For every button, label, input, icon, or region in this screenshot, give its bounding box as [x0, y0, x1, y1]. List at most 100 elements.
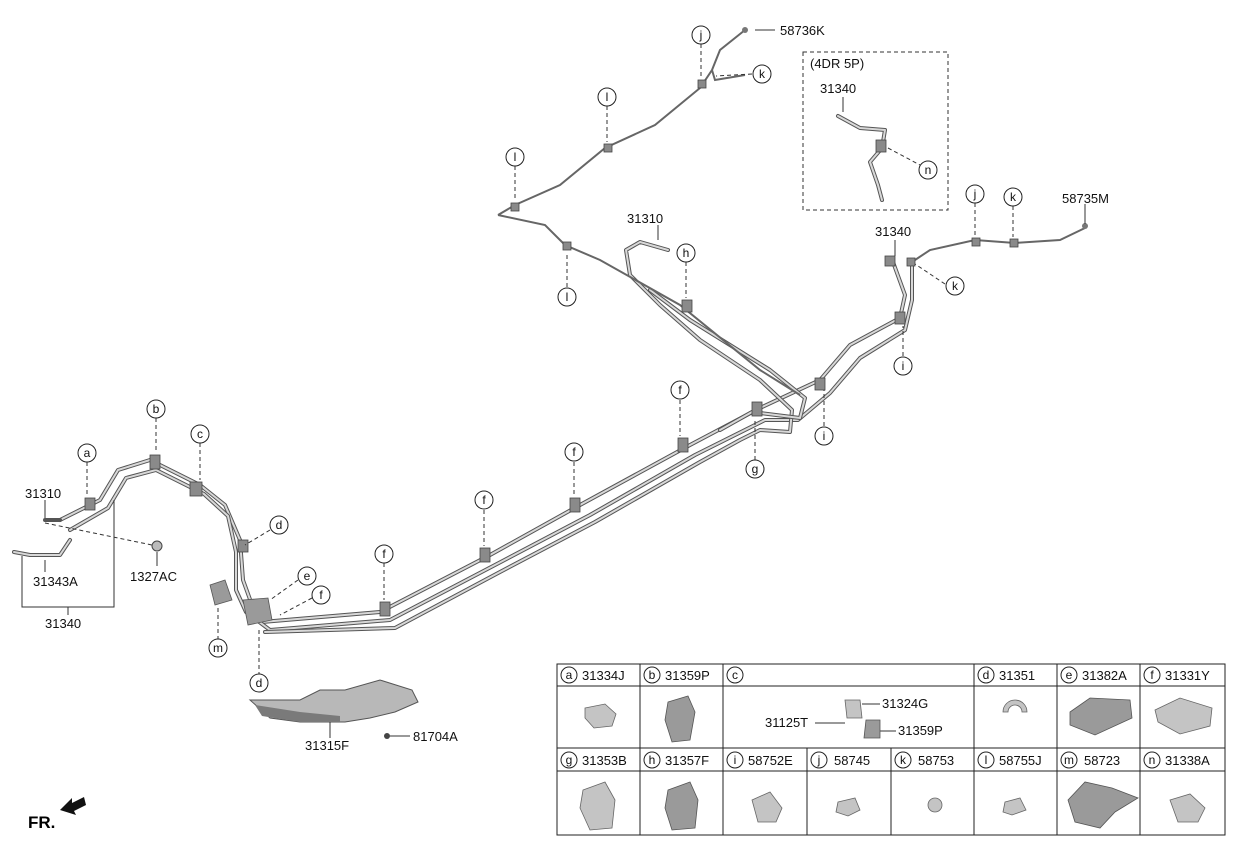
svg-text:k: k — [900, 753, 907, 767]
front-arrow-icon — [60, 797, 86, 815]
svg-text:b: b — [153, 402, 160, 416]
part-img-31351 — [1002, 699, 1028, 713]
svg-text:f: f — [1150, 668, 1154, 682]
svg-text:58723: 58723 — [1084, 753, 1120, 768]
part-img-31338A — [1169, 793, 1206, 823]
svg-text:g: g — [752, 462, 759, 476]
variant-label: (4DR 5P) — [810, 56, 864, 71]
svg-text:31353B: 31353B — [582, 753, 627, 768]
part-img-31382A — [1069, 697, 1133, 736]
variant-box-4dr5p: (4DR 5P) 31340 — [802, 51, 949, 211]
svg-text:31351: 31351 — [999, 668, 1035, 683]
svg-text:f: f — [382, 547, 386, 561]
svg-text:a: a — [566, 668, 573, 682]
label-58736K: 58736K — [780, 23, 825, 38]
svg-text:e: e — [304, 569, 311, 583]
svg-text:i: i — [823, 429, 826, 443]
svg-text:h: h — [683, 246, 690, 260]
svg-text:f: f — [678, 383, 682, 397]
pipe-clips — [84, 27, 1088, 617]
callout-k-3: k — [945, 276, 965, 296]
svg-text:58755J: 58755J — [999, 753, 1042, 768]
svg-text:n: n — [1149, 753, 1156, 767]
callout-f-3: f — [474, 490, 494, 510]
legend-c: c — [726, 666, 744, 684]
label-81704A: 81704A — [413, 729, 458, 744]
part-img-58745 — [835, 797, 861, 817]
clip-e — [242, 597, 273, 626]
legend-f: f 31331Y — [1143, 666, 1210, 684]
svg-text:31357F: 31357F — [665, 753, 709, 768]
svg-text:31338A: 31338A — [1165, 753, 1210, 768]
callout-f-5: f — [670, 380, 690, 400]
label-31310-left: 31310 — [25, 486, 61, 501]
part-img-58755J — [1002, 797, 1027, 816]
svg-text:31382A: 31382A — [1082, 668, 1127, 683]
part-img-31359P — [664, 695, 696, 743]
callout-l-3: l — [597, 87, 617, 107]
callout-k-1: k — [752, 64, 772, 84]
callout-f-2: f — [374, 544, 394, 564]
svg-text:k: k — [759, 67, 766, 81]
label-31340-box: 31340 — [820, 81, 856, 96]
front-direction-marker: FR. — [28, 797, 86, 832]
callout-i-1: i — [814, 426, 834, 446]
label-31343A: 31343A — [33, 574, 78, 589]
svg-text:m: m — [1064, 753, 1074, 767]
svg-text:f: f — [319, 588, 323, 602]
callout-j-2: j — [965, 184, 985, 204]
callout-d-upper: d — [269, 515, 289, 535]
svg-text:i: i — [734, 753, 737, 767]
label-31315F: 31315F — [305, 738, 349, 753]
callout-j-1: j — [691, 25, 711, 45]
svg-text:f: f — [572, 445, 576, 459]
part-img-31353B — [579, 781, 616, 831]
legend-n: n 31338A — [1143, 751, 1210, 769]
svg-text:j: j — [973, 187, 977, 201]
label-31340-left: 31340 — [45, 616, 81, 631]
svg-text:j: j — [699, 28, 703, 42]
callout-k-2: k — [1003, 187, 1023, 207]
part-img-58753 — [927, 797, 943, 813]
label-58735M: 58735M — [1062, 191, 1109, 206]
callout-a: a — [77, 443, 97, 463]
svg-text:l: l — [514, 150, 517, 164]
callout-l-2: l — [505, 147, 525, 167]
part-img-31357F — [664, 781, 699, 831]
svg-text:31359P: 31359P — [665, 668, 710, 683]
front-label: FR. — [28, 813, 55, 832]
callout-e: e — [297, 566, 317, 586]
svg-text:d: d — [256, 676, 263, 690]
svg-text:h: h — [649, 753, 656, 767]
svg-text:31331Y: 31331Y — [1165, 668, 1210, 683]
svg-text:a: a — [84, 446, 91, 460]
callout-circles: a b c d e f m d f f f f g i i h l l l j … — [77, 25, 1023, 693]
svg-text:k: k — [952, 279, 959, 293]
leader-lines — [44, 44, 1014, 674]
svg-text:j: j — [817, 753, 821, 767]
svg-text:f: f — [482, 493, 486, 507]
legend-c-31359P: 31359P — [898, 723, 943, 738]
grommet-1327AC — [151, 540, 163, 552]
part-img-31331Y — [1154, 697, 1213, 735]
legend-m: m 58723 — [1060, 751, 1120, 769]
callout-f-1: f — [311, 585, 331, 605]
label-31310-top: 31310 — [627, 211, 663, 226]
svg-text:m: m — [213, 641, 223, 655]
part-img-58752E — [751, 791, 783, 823]
callout-n: n — [918, 160, 938, 180]
label-1327AC: 1327AC — [130, 569, 177, 584]
svg-text:l: l — [606, 90, 609, 104]
heat-shield — [248, 679, 419, 739]
callout-c: c — [190, 424, 210, 444]
svg-text:c: c — [197, 427, 203, 441]
svg-text:k: k — [1010, 190, 1017, 204]
